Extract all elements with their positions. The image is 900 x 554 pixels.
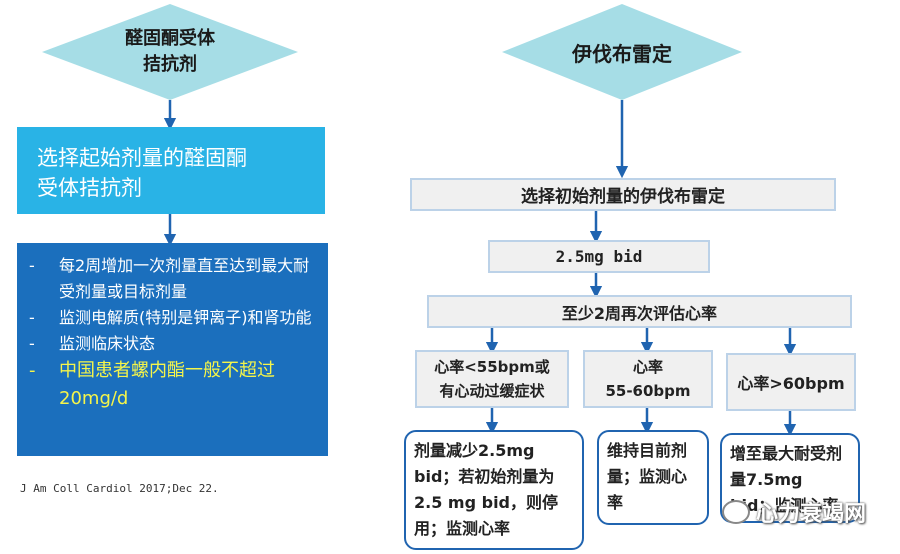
left-monitoring-box: - 每2周增加一次剂量直至达到最大耐受剂量或目标剂量 - 监测电解质(特别是钾离… [17, 243, 328, 456]
branch-condition-1: 心率<55bpm或 有心动过缓症状 [415, 350, 569, 408]
evaluate-box: 至少2周再次评估心率 [427, 295, 852, 328]
left-start-box: 选择起始剂量的醛固酮 受体拮抗剂 [17, 127, 325, 214]
left-diamond-shape [42, 4, 298, 100]
watermark: 心力衰竭网 [722, 496, 866, 528]
monitoring-item-1: - 每2周增加一次剂量直至达到最大耐受剂量或目标剂量 [29, 256, 310, 301]
right-diamond-label: 伊伐布雷定 [572, 41, 672, 66]
branch-action-2: 维持目前剂量；监测心率 [597, 430, 709, 525]
left-diamond-label: 醛固酮受体 拮抗剂 [125, 28, 215, 75]
branch-condition-3: 心率>60bpm [726, 353, 856, 411]
right-diamond-shape [502, 4, 742, 100]
monitoring-item-4: - 中国患者螺内酯一般不超过20mg/d [29, 360, 275, 409]
monitoring-item-3: - 监测临床状态 [29, 334, 156, 353]
dose-box: 2.5mg bid [488, 240, 710, 273]
branch-action-3: 增至最大耐受剂量7.5mg bid；监测心率 [720, 433, 860, 523]
citation: J Am Coll Cardiol 2017;Dec 22. [20, 482, 219, 495]
wechat-icon [722, 500, 750, 524]
branch-condition-2: 心率 55-60bpm [583, 350, 713, 408]
watermark-text: 心力衰竭网 [756, 502, 867, 527]
right-start-box: 选择初始剂量的伊伐布雷定 [410, 178, 836, 211]
branch-action-1: 剂量减少2.5mg bid；若初始剂量为2.5 mg bid，则停用；监测心率 [404, 430, 584, 550]
monitoring-item-2: - 监测电解质(特别是钾离子)和肾功能 [29, 308, 312, 327]
monitoring-list: - 每2周增加一次剂量直至达到最大耐受剂量或目标剂量 - 监测电解质(特别是钾离… [29, 253, 316, 413]
